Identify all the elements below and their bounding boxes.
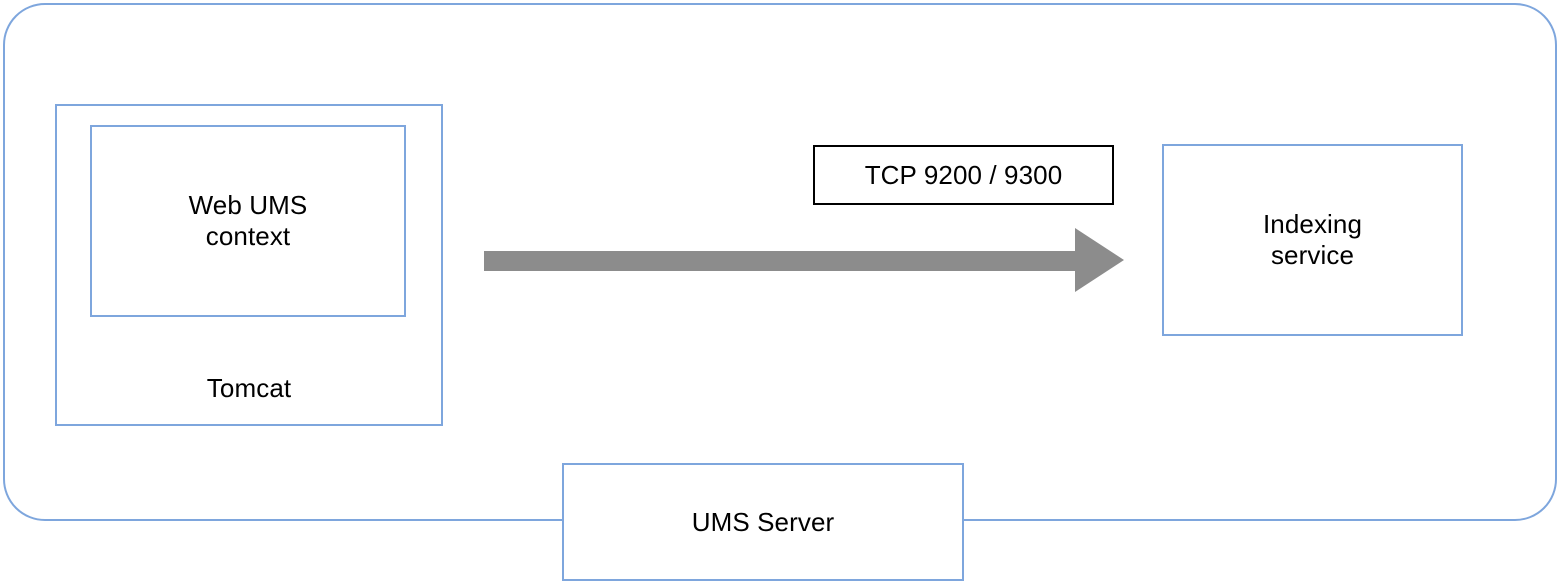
node-indexing-service-label: Indexing service [1262, 209, 1363, 270]
node-ums-server-label: UMS Server [691, 506, 835, 537]
connector-label-tcp-ports[interactable]: TCP 9200 / 9300 [813, 145, 1114, 205]
node-web-ums-context-label: Web UMS context [188, 190, 308, 251]
node-ums-server[interactable]: UMS Server [562, 463, 964, 581]
node-indexing-service[interactable]: Indexing service [1162, 144, 1463, 336]
node-web-ums-context[interactable]: Web UMS context [90, 125, 406, 317]
node-tomcat-label: Tomcat [206, 373, 292, 404]
connector-label-tcp-ports-text: TCP 9200 / 9300 [864, 159, 1063, 190]
arrow-right-icon [484, 226, 1124, 294]
